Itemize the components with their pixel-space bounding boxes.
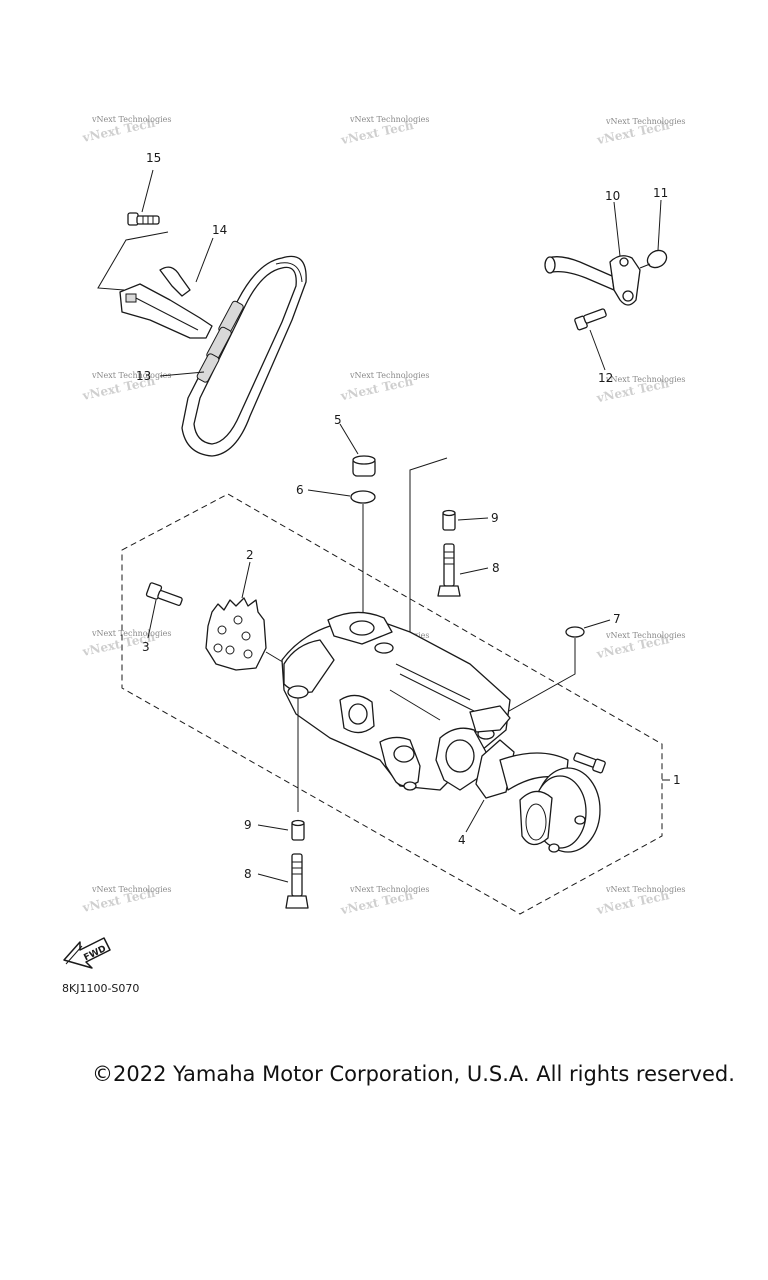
leader-4 [465, 799, 485, 833]
leader-7 [583, 619, 611, 629]
leader-8-lower [257, 873, 289, 883]
part-8-bolt-upper [437, 543, 461, 597]
leader-9-lower [257, 824, 289, 831]
watermark: vNext Tech vNext Technologies [338, 885, 429, 917]
watermark-text: vNext Technologies [349, 371, 429, 380]
callout-6: 6 [296, 483, 304, 497]
part-4-oil-strainer [475, 739, 601, 853]
part-9-dowel-pin-lower [291, 819, 305, 841]
part-12-bolt [574, 308, 607, 331]
part-9-dowel-pin-upper [442, 509, 456, 531]
callout-11: 11 [653, 186, 668, 200]
diagram-code: 8KJ1100-S070 [62, 982, 140, 995]
watermark-text: vNext Technologies [605, 885, 685, 894]
callout-12: 12 [598, 371, 613, 385]
part-8-bolt-lower [285, 853, 309, 909]
part-10-oil-pipe [544, 255, 641, 306]
leader-11 [657, 199, 662, 251]
fwd-arrow-icon: FWD [63, 937, 111, 969]
watermark-text: vNext Technologies [349, 115, 429, 124]
callout-10: 10 [605, 189, 620, 203]
assembly-outline [121, 493, 663, 915]
leader-15 [141, 169, 154, 213]
leader-6 [307, 489, 351, 497]
callout-8-upper: 8 [492, 561, 500, 575]
part-3-bolt [145, 582, 183, 606]
watermark: vNext Tech vNext Technologies [594, 885, 685, 917]
callout-3: 3 [142, 640, 150, 654]
callout-13: 13 [136, 369, 151, 383]
leader-5 [339, 423, 359, 455]
part-2-sprocket [205, 597, 267, 671]
leader-12 [589, 329, 606, 371]
part-5-collar [352, 455, 376, 477]
callout-7: 7 [613, 612, 621, 626]
part-7-o-ring [565, 626, 585, 638]
watermark-text: vNext Technologies [91, 115, 171, 124]
watermark: vNext Tech vNext Technologies [338, 371, 429, 403]
callout-1: 1 [673, 773, 681, 787]
watermark-text: vNext Technologies [349, 885, 429, 894]
callout-2: 2 [246, 548, 254, 562]
leader-2 [241, 561, 251, 599]
watermark: vNext Tech vNext Technologies [339, 115, 430, 147]
watermark-text: vNext Technologies [605, 117, 685, 126]
watermark: vNext Tech vNext Technologies [594, 631, 685, 661]
watermark: vNext Tech vNext Technologies [595, 117, 686, 147]
oil-pump-body [281, 611, 511, 791]
watermark: vNext Tech vNext Technologies [80, 115, 171, 145]
watermark: vNext Tech vNext Technologies [80, 371, 171, 403]
strainer-bolt [573, 752, 606, 774]
callout-14: 14 [212, 223, 227, 237]
leader-13 [159, 371, 205, 377]
part-15-bolt [127, 212, 160, 226]
leader-14 [195, 237, 214, 283]
leader-10 [613, 201, 621, 257]
callout-8-lower: 8 [244, 867, 252, 881]
callout-9-lower: 9 [244, 818, 252, 832]
watermark-text: vNext Technologies [605, 631, 685, 640]
part-6-o-ring [350, 490, 376, 504]
callout-5: 5 [334, 413, 342, 427]
watermark-text: vNext Technologies [91, 885, 171, 894]
part-11-o-ring [646, 249, 668, 269]
assembly-guide-line [97, 231, 169, 291]
assembly-guide-line [409, 457, 448, 640]
watermark-text: vNext Technologies [91, 629, 171, 638]
callout-9-upper: 9 [491, 511, 499, 525]
leader-3 [147, 599, 157, 639]
callout-15: 15 [146, 151, 161, 165]
watermark-text: vNext Technologies [605, 375, 685, 384]
leader-8-upper [459, 567, 489, 575]
leader-9-upper [457, 517, 489, 521]
assembly-guide-line [499, 638, 576, 717]
callout-4: 4 [458, 833, 466, 847]
chain-sprocket-segment [196, 300, 244, 383]
part-14-chain-guide [119, 266, 213, 339]
watermark: vNext Tech vNext Technologies [80, 885, 171, 915]
watermark: vNext Tech vNext Technologies [80, 629, 171, 659]
watermark-text: vNext Technologies [91, 371, 171, 380]
copyright-notice: ©2022 Yamaha Motor Corporation, U.S.A. A… [92, 1062, 735, 1086]
assembly-guide-line [639, 263, 651, 269]
part-13-drive-chain [181, 255, 307, 457]
